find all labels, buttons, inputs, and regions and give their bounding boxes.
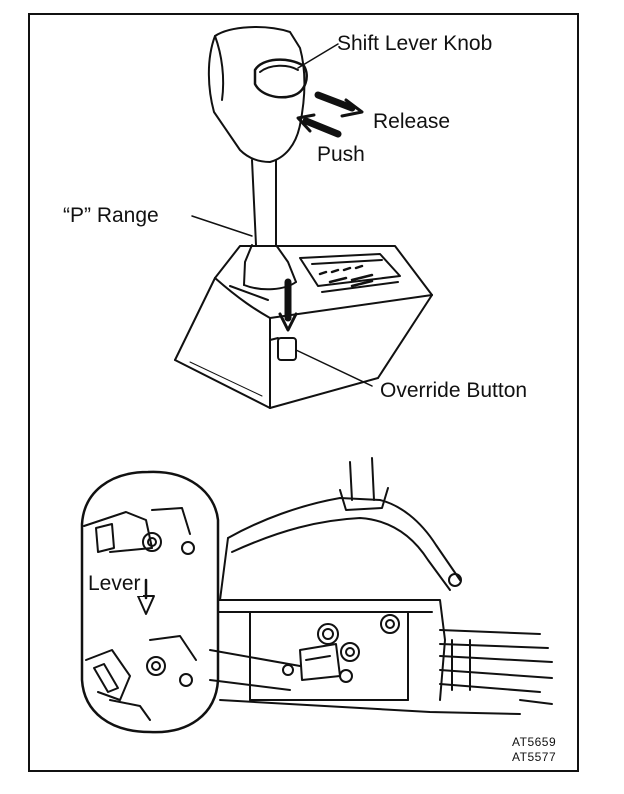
lever-label: Lever	[86, 572, 143, 596]
figure-code-1: AT5659	[512, 735, 557, 749]
shift-lever-knob-drawing	[207, 26, 308, 163]
callout-leaders	[191, 43, 373, 387]
p-range-label: “P” Range	[63, 204, 159, 227]
figure-frame	[28, 13, 579, 772]
release-label: Release	[373, 110, 451, 133]
figure-code-2: AT5577	[512, 750, 557, 764]
release-arrow	[314, 91, 364, 118]
shift-lever-knob-label: Shift Lever Knob	[337, 32, 493, 55]
push-label: Push	[317, 143, 365, 166]
gear-position-indicator	[318, 264, 374, 288]
console-housing	[174, 245, 433, 409]
shift-lever-shaft	[243, 159, 297, 291]
push-arrow	[296, 113, 342, 138]
override-button-label: Override Button	[380, 379, 528, 402]
transmission-mechanism	[209, 457, 553, 715]
lever-detail-inset	[80, 470, 220, 734]
override-down-arrow	[278, 278, 298, 332]
override-button-drawing	[269, 337, 297, 361]
